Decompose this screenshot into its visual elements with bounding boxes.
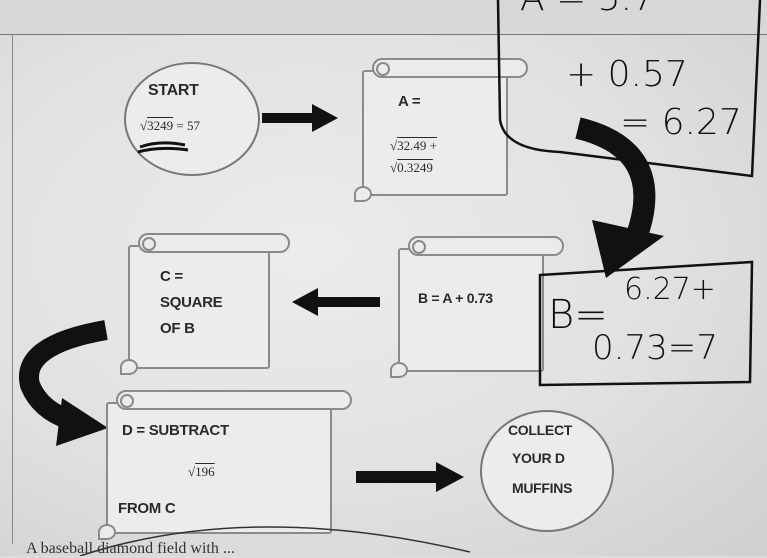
left-margin-line xyxy=(12,34,13,544)
c-line1: C = xyxy=(160,268,183,285)
start-node xyxy=(124,62,260,176)
a-box xyxy=(354,58,528,202)
c-line3: OF B xyxy=(160,320,195,337)
d-box xyxy=(98,390,352,540)
hand-b-line1: 6.27+ xyxy=(624,272,716,307)
b-formula: B = A + 0.73 xyxy=(418,290,493,306)
hand-top-line3: = 6.27 xyxy=(620,102,742,143)
hand-b-line2: 0.73=7 xyxy=(592,328,718,368)
collect-line3: MUFFINS xyxy=(512,480,573,496)
a-label: A = xyxy=(398,93,421,110)
c-line2: SQUARE xyxy=(160,294,223,311)
collect-line1: COLLECT xyxy=(508,422,573,438)
arrow-d-to-collect xyxy=(356,462,464,492)
footer-text: A baseball diamond field with ... xyxy=(26,540,235,557)
start-radicand: 3249 xyxy=(147,118,174,133)
hand-b-prefix: B= xyxy=(548,292,608,338)
b-box xyxy=(390,236,564,378)
c-box xyxy=(120,233,290,375)
collect-line2: YOUR D xyxy=(512,450,565,466)
start-formula: √3249 = 57 xyxy=(140,118,200,133)
arrow-b-to-c xyxy=(292,288,380,316)
hand-top-line1: A = 5.7 xyxy=(520,0,655,19)
d-line1: D = SUBTRACT xyxy=(122,422,229,439)
arrow-start-to-a xyxy=(262,104,338,132)
top-strip xyxy=(0,0,767,35)
collect-node xyxy=(480,410,614,532)
start-title: START xyxy=(148,82,199,99)
a-term2: √0.3249 xyxy=(390,160,433,175)
d-line3: FROM C xyxy=(118,500,176,517)
hand-top-line2: + 0.57 xyxy=(566,54,688,95)
d-root: √196 xyxy=(188,464,215,479)
a-term1: √32.49 + xyxy=(390,138,437,153)
start-result: = 57 xyxy=(176,118,200,133)
